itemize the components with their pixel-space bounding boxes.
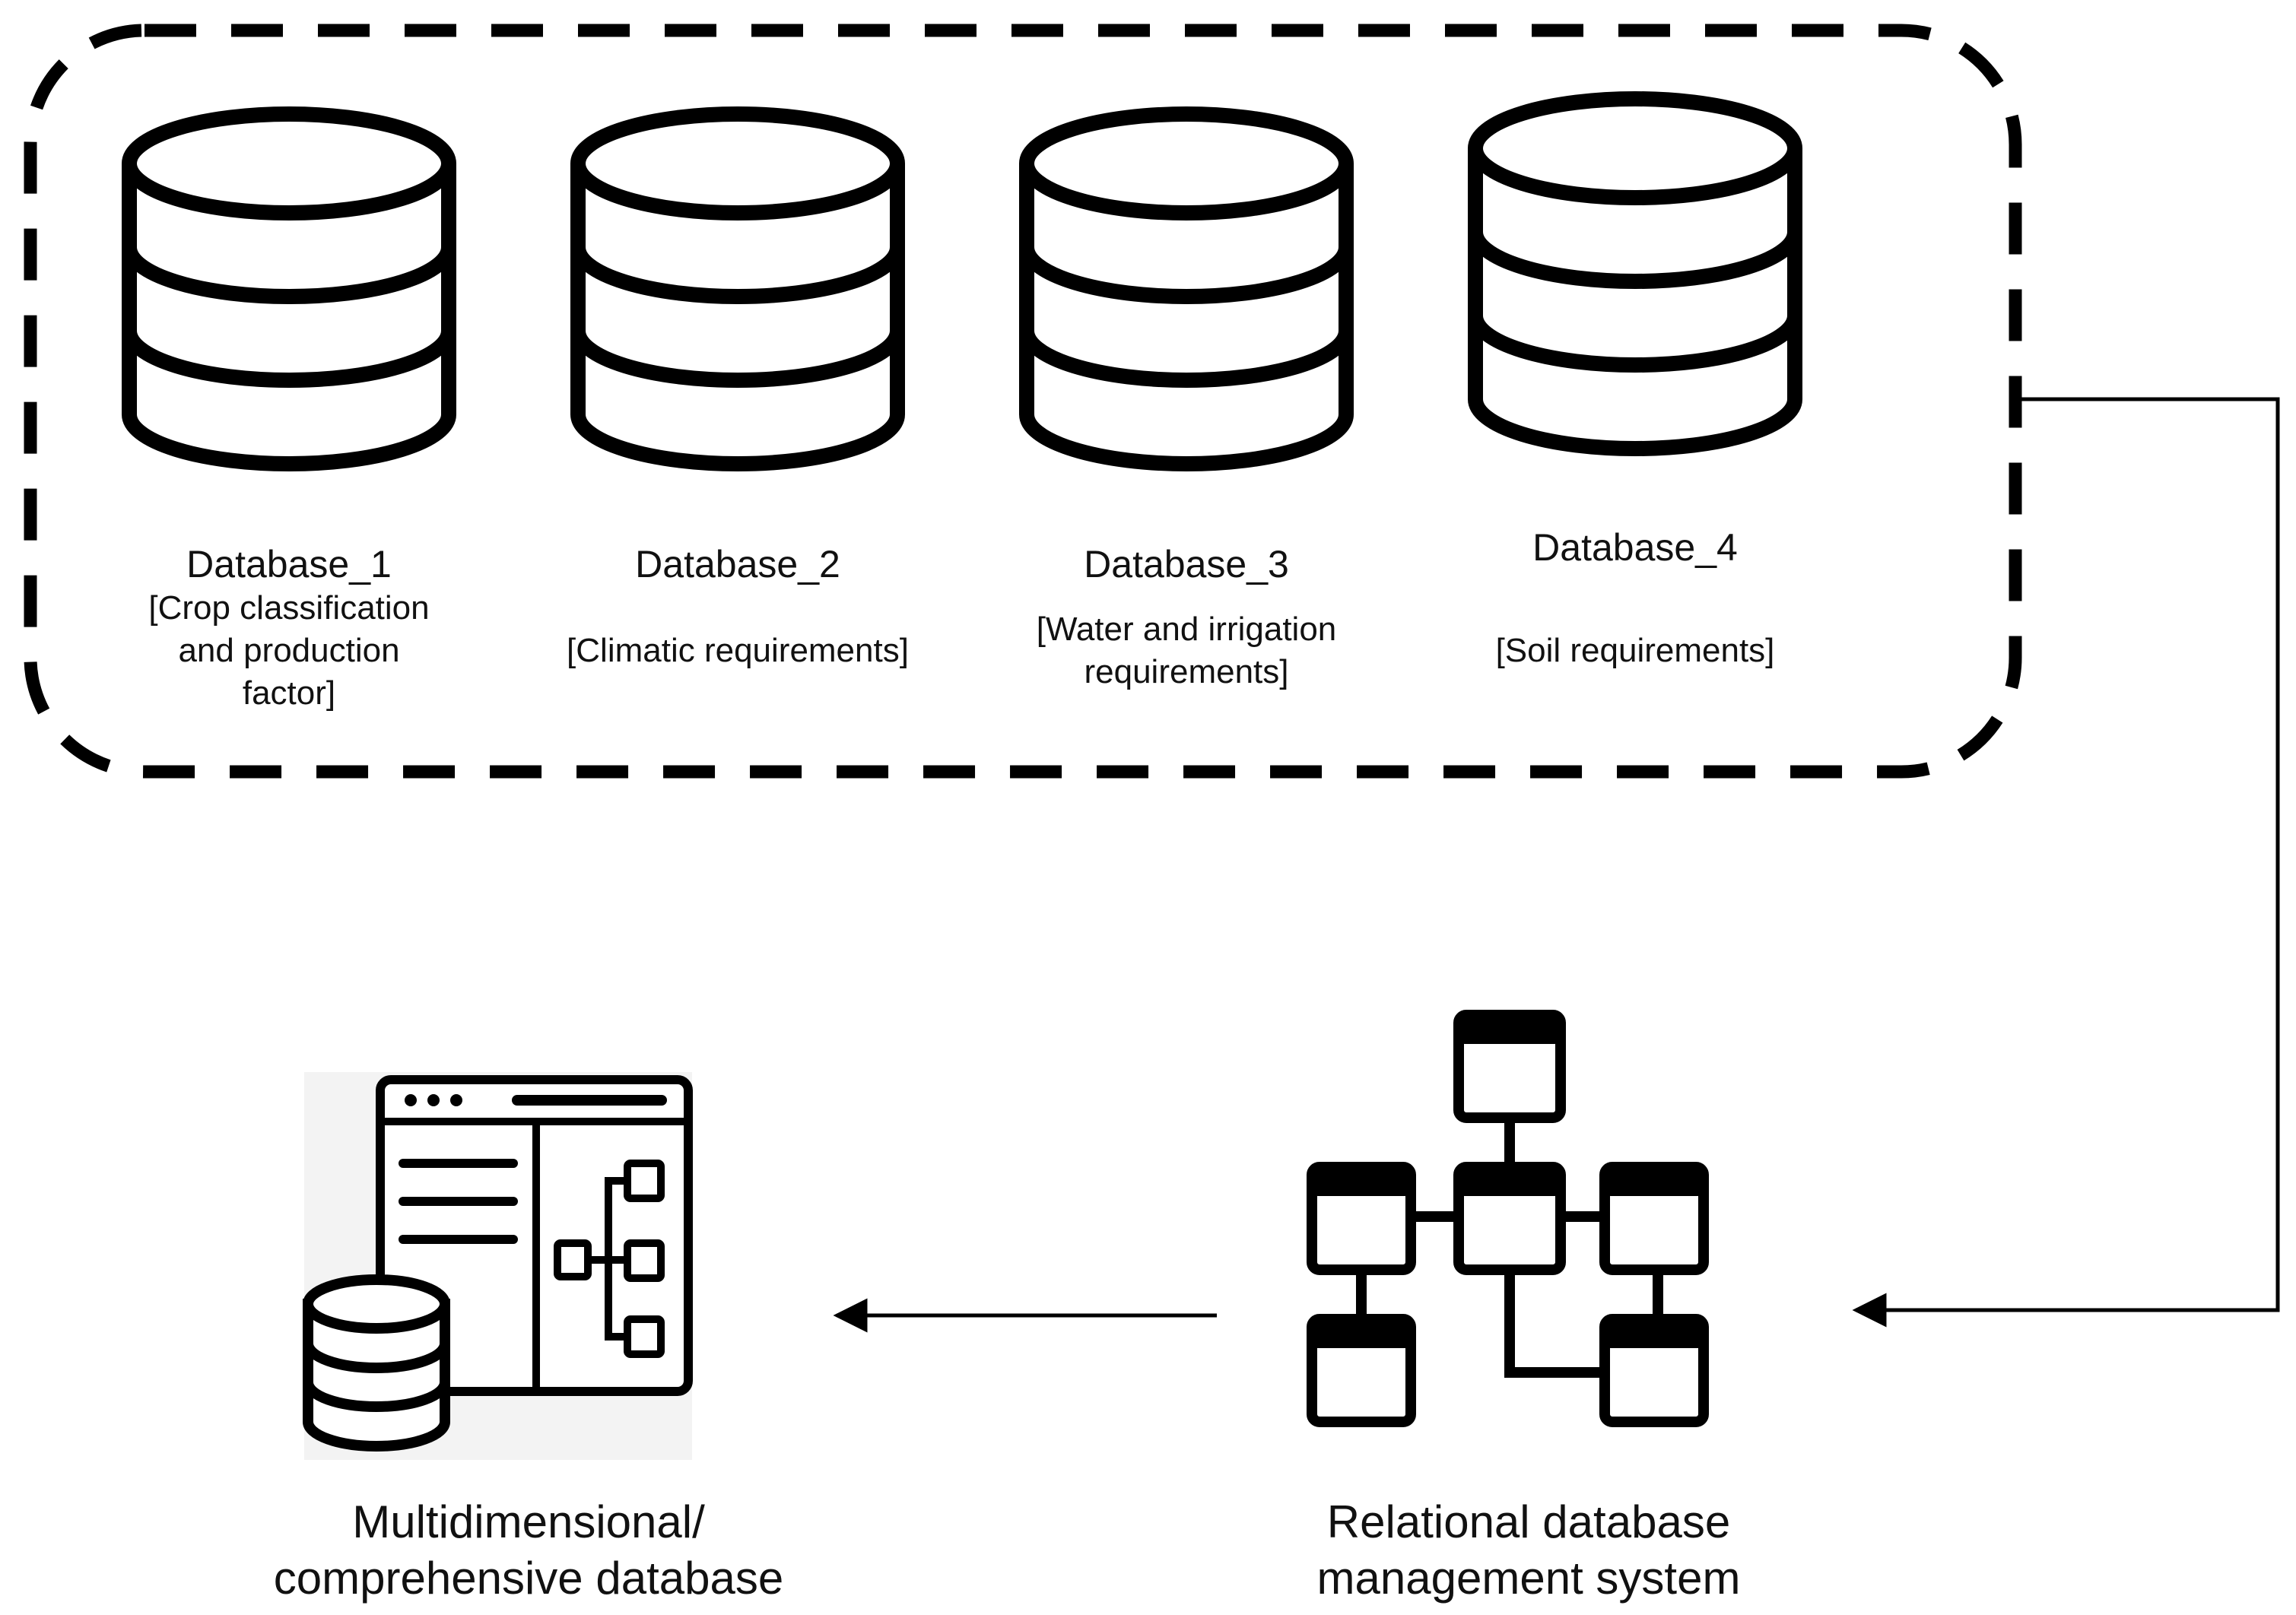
description-line: [Soil requirements] <box>1495 632 1775 669</box>
database-1-description: [Crop classification and production fact… <box>99 587 479 715</box>
data-dashboard-icon <box>303 1072 693 1460</box>
database-cylinder-icon <box>122 106 456 471</box>
multidb-label-line: comprehensive database <box>273 1553 784 1604</box>
database-cylinder-icon <box>1019 106 1354 471</box>
database-2-name: Database_2 <box>635 543 840 585</box>
database-cylinder-icon <box>1468 91 1802 456</box>
rdbms-label-line: management system <box>1316 1553 1741 1604</box>
description-line: requirements] <box>1084 653 1289 690</box>
description-line: and production <box>178 632 400 669</box>
database-1-name: Database_1 <box>186 543 392 585</box>
database-4-name: Database_4 <box>1532 526 1738 569</box>
description-line: [Water and irrigation <box>1036 611 1337 648</box>
database-3-description: [Water and irrigation requirements] <box>996 608 1377 693</box>
database-3-name: Database_3 <box>1084 543 1289 585</box>
database-2-description: [Climatic requirements] <box>529 630 947 672</box>
database-cylinder-icon <box>570 106 905 471</box>
database-4-description: [Soil requirements] <box>1445 630 1825 672</box>
multidb-label: Multidimensional/ comprehensive database <box>213 1494 844 1607</box>
multidb-label-line: Multidimensional/ <box>352 1496 705 1547</box>
connector-group-to-rdbms <box>1852 397 2280 1328</box>
rdbms-label: Relational database management system <box>1224 1494 1833 1607</box>
database-group-boundary <box>24 24 2022 779</box>
rdbms-label-line: Relational database <box>1326 1496 1731 1547</box>
description-line: [Crop classification <box>148 589 430 627</box>
description-line: [Climatic requirements] <box>567 632 909 669</box>
description-line: factor] <box>242 674 336 712</box>
relational-schema-icon <box>1307 1010 1709 1427</box>
